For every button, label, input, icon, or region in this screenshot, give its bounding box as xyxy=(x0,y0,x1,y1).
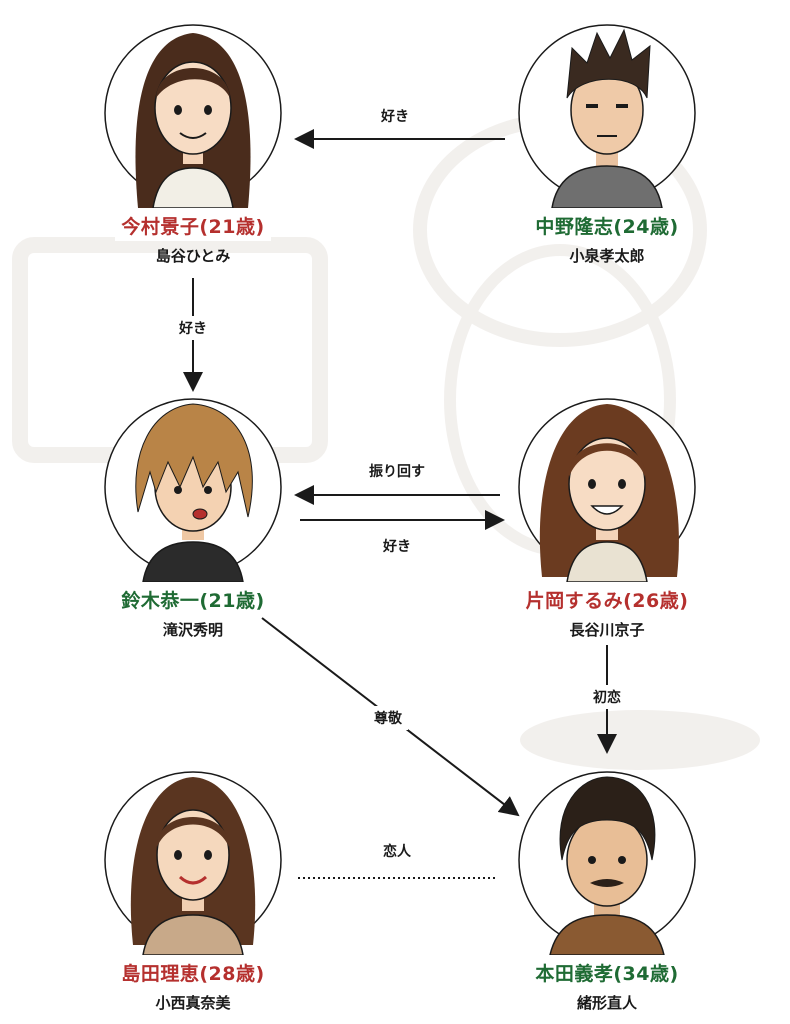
character-shimada: 島田理恵(28歳) 小西真奈美 xyxy=(98,765,288,1013)
portrait-shimada xyxy=(104,771,282,955)
character-name-honda: 本田義孝(34歳) xyxy=(529,957,685,988)
actor-name-shimada: 小西真奈美 xyxy=(155,994,231,1012)
character-name-imamura: 今村景子(21歳) xyxy=(115,210,271,241)
relation-label-kataoka-to-honda: 初恋 xyxy=(587,685,627,709)
character-suzuki: 鈴木恭一(21歳) 滝沢秀明 xyxy=(98,392,288,640)
relation-label-kataoka-to-suzuki: 振り回す xyxy=(363,459,431,483)
relation-label-imamura-to-suzuki: 好き xyxy=(173,316,213,340)
actor-name-kataoka: 長谷川京子 xyxy=(569,621,645,639)
actor-name-nakano: 小泉孝太郎 xyxy=(569,247,645,265)
character-imamura: 今村景子(21歳) 島谷ひとみ xyxy=(98,18,288,266)
portrait-kataoka xyxy=(518,398,696,582)
character-name-nakano: 中野隆志(24歳) xyxy=(529,210,685,241)
actor-name-honda: 緒形直人 xyxy=(576,994,637,1012)
actor-name-suzuki: 滝沢秀明 xyxy=(162,621,223,639)
relation-label-suzuki-to-honda: 尊敬 xyxy=(368,706,408,730)
character-name-kataoka: 片岡するみ(26歳) xyxy=(519,584,695,615)
character-nakano: 中野隆志(24歳) 小泉孝太郎 xyxy=(512,18,702,266)
character-name-shimada: 島田理恵(28歳) xyxy=(115,957,271,988)
relation-label-nakano-to-imamura: 好き xyxy=(375,104,415,128)
portrait-imamura xyxy=(104,24,282,208)
relation-label-suzuki-to-kataoka: 好き xyxy=(377,534,417,558)
character-kataoka: 片岡するみ(26歳) 長谷川京子 xyxy=(512,392,702,640)
character-honda: 本田義孝(34歳) 緒形直人 xyxy=(512,765,702,1013)
portrait-nakano xyxy=(518,24,696,208)
actor-name-imamura: 島谷ひとみ xyxy=(155,247,231,265)
character-name-suzuki: 鈴木恭一(21歳) xyxy=(115,584,271,615)
portrait-honda xyxy=(518,771,696,955)
portrait-suzuki xyxy=(104,398,282,582)
relation-label-shimada-honda: 恋人 xyxy=(377,839,417,863)
